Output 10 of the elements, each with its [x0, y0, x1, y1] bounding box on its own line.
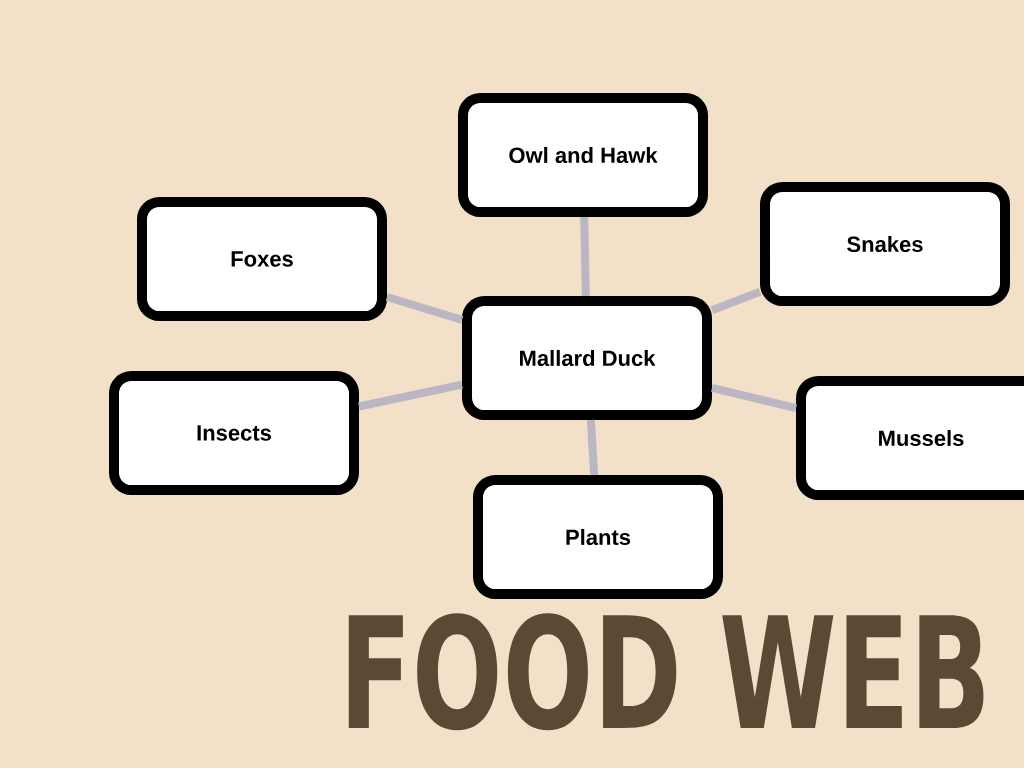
connector-line [710, 288, 762, 314]
rounded-box: Snakes [760, 182, 1010, 306]
connector-line [385, 293, 464, 324]
rounded-box: Foxes [137, 197, 387, 321]
rounded-box: Mussels [796, 376, 1024, 500]
title-text: FOOD WEB [348, 613, 984, 731]
rounded-box: Mallard Duck [462, 296, 712, 420]
rounded-box: Owl and Hawk [458, 93, 708, 217]
rounded-box: Plants [473, 475, 723, 599]
rounded-box: Insects [109, 371, 359, 495]
